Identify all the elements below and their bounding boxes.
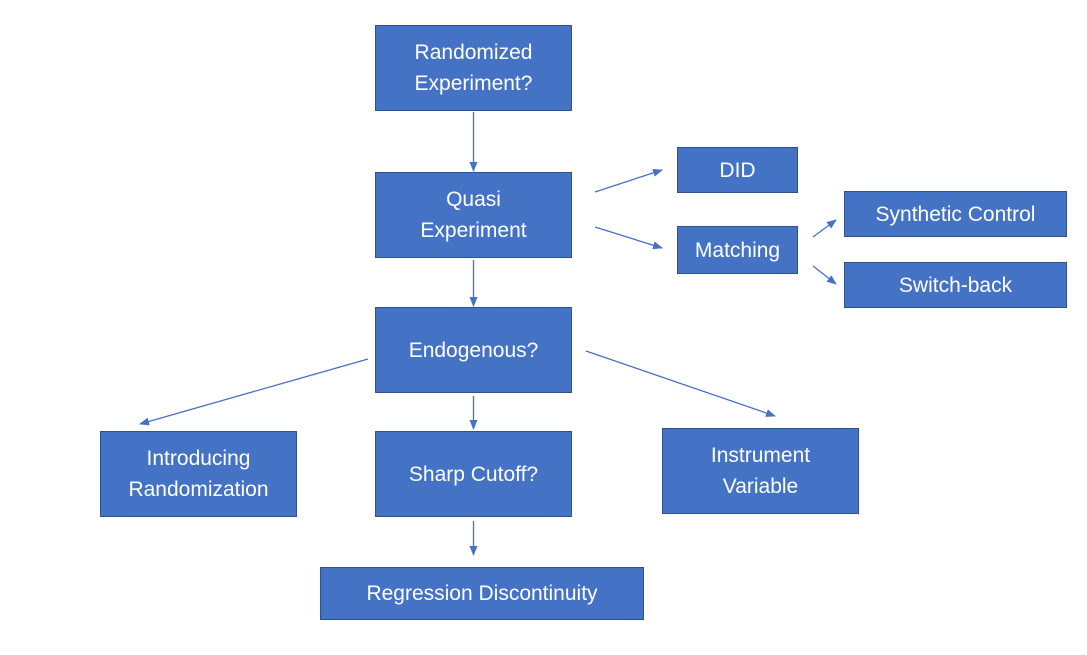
- sharp-cutoff-label: Sharp Cutoff?: [409, 459, 538, 490]
- quasi-experiment-label-line: Experiment: [420, 219, 527, 242]
- arrow-quasi-experiment-to-did: [594, 169, 663, 193]
- did-label-line: DID: [719, 158, 756, 182]
- sharp-cutoff-box: Sharp Cutoff?: [375, 431, 572, 517]
- did-box: DID: [677, 147, 798, 193]
- endogenous-label-line: Endogenous?: [408, 338, 539, 362]
- instrument-variable-label-line: Instrument: [710, 444, 811, 467]
- randomized-experiment-label-line: Randomized: [414, 41, 533, 64]
- regression-discontinuity-box: Regression Discontinuity: [320, 567, 644, 620]
- did-label: DID: [719, 155, 755, 186]
- switch-back-box: Switch-back: [844, 262, 1067, 308]
- arrow-quasi-experiment-to-matching: [594, 226, 663, 250]
- regression-discontinuity-label: Regression Discontinuity: [366, 578, 597, 609]
- arrow-matching-to-synthetic-control: [812, 219, 837, 238]
- synthetic-control-label-line: Synthetic Control: [875, 202, 1036, 226]
- endogenous-box: Endogenous?: [375, 307, 572, 393]
- quasi-experiment-label-line: Quasi: [446, 188, 501, 211]
- arrow-matching-to-switch-back: [812, 265, 837, 285]
- instrument-variable-label-line: Variable: [722, 475, 799, 498]
- introducing-randomization-label-line: Randomization: [128, 478, 269, 501]
- matching-box: Matching: [677, 226, 798, 274]
- synthetic-control-box: Synthetic Control: [844, 191, 1067, 237]
- switch-back-label: Switch-back: [899, 270, 1012, 301]
- matching-label: Matching: [695, 235, 780, 266]
- synthetic-control-label: Synthetic Control: [876, 199, 1036, 230]
- regression-discontinuity-label-line: Regression Discontinuity: [366, 582, 598, 605]
- arrow-endogenous-to-instrument-variable: [585, 350, 776, 417]
- randomized-experiment-label-line: Experiment?: [414, 72, 533, 95]
- switch-back-label-line: Switch-back: [898, 273, 1013, 297]
- endogenous-label: Endogenous?: [409, 335, 539, 366]
- arrow-endogenous-to-introducing-randomization: [139, 358, 369, 426]
- sharp-cutoff-label-line: Sharp Cutoff?: [408, 462, 539, 486]
- introducing-randomization-label-line: Introducing: [146, 447, 251, 470]
- matching-label-line: Matching: [694, 238, 781, 262]
